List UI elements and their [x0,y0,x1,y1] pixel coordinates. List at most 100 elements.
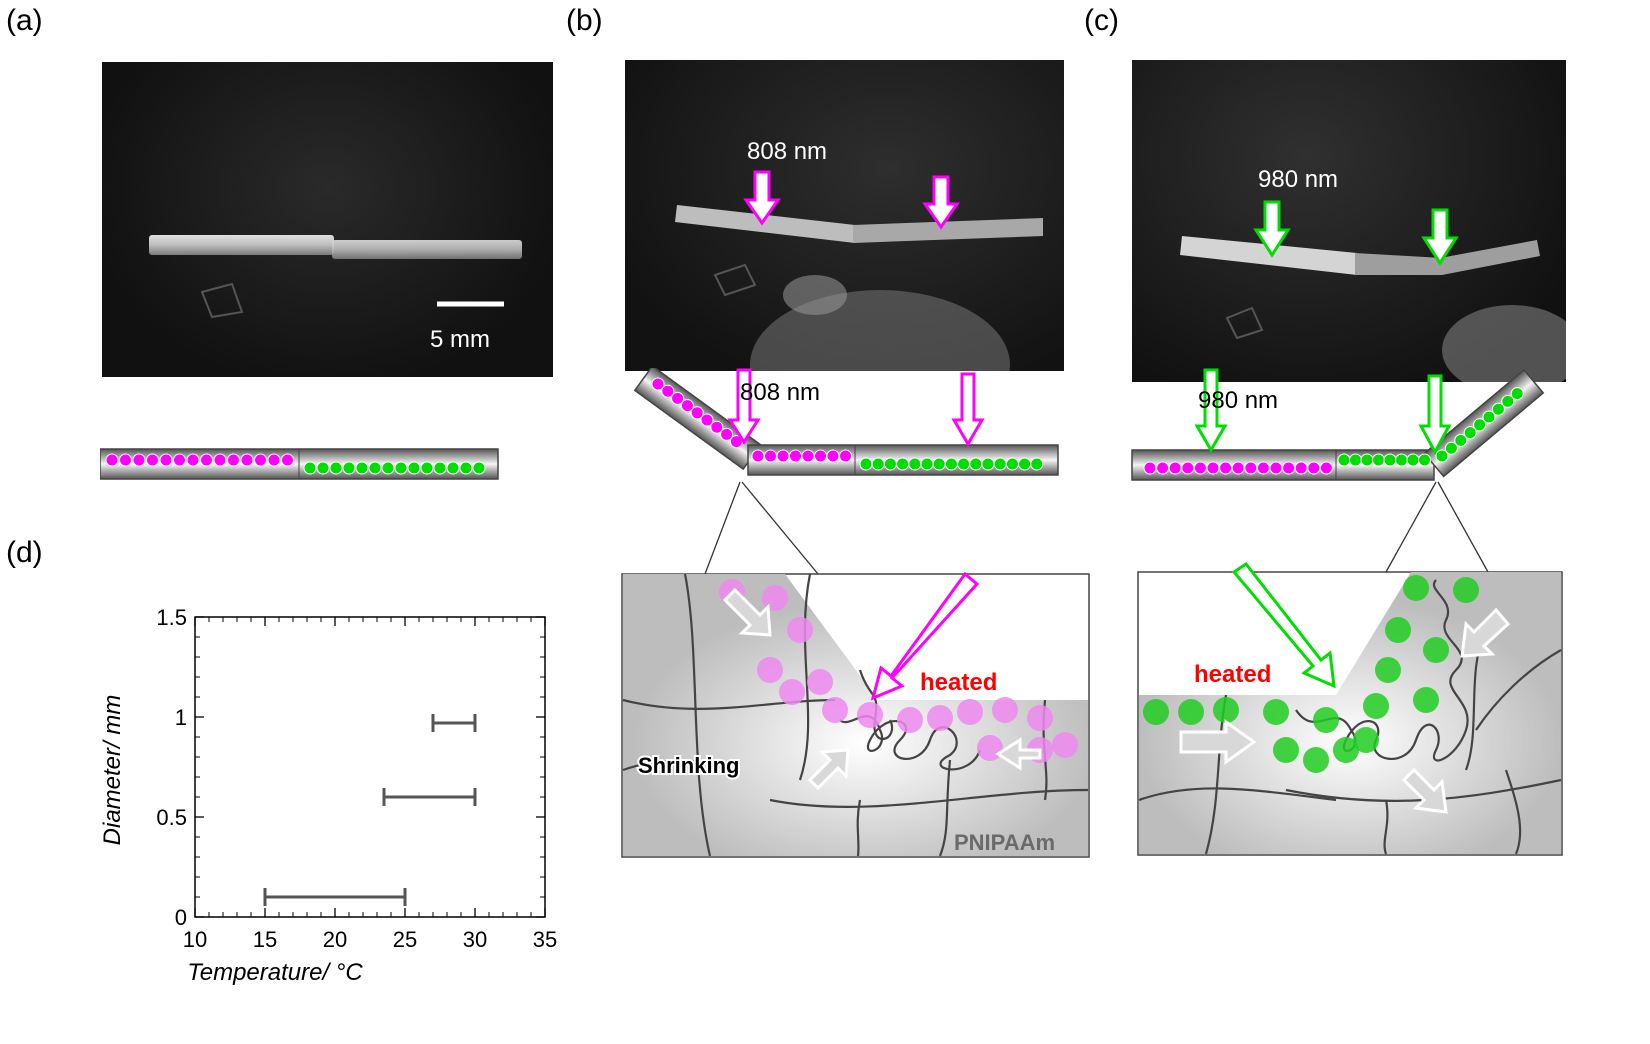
x-tick-label: 35 [533,927,557,952]
zoom-b-line-right [741,481,819,575]
arrow-c-photo-2 [1421,208,1459,266]
interval-bar [431,714,477,732]
particle [186,453,200,467]
particle [992,697,1018,723]
particle [789,449,802,463]
particle [1482,410,1496,424]
particle [981,457,995,471]
particle [254,453,267,467]
particle [1353,727,1379,753]
zoom-b: heated Shrinking PNIPAAm [621,481,1090,858]
particle [1219,461,1233,475]
green-particles-b [859,457,1044,471]
rod-c-left [1180,236,1357,275]
x-axis-label: Temperature/ °C [187,959,363,986]
wavelength-c-photo: 980 nm [1258,166,1339,193]
green-particles-a [303,461,486,475]
particle [1156,461,1170,475]
rod-b-left [675,205,855,243]
particle [200,453,213,467]
particle [433,461,447,475]
particle [671,391,685,405]
zoom-b-heated: heated [920,669,997,696]
x-tick-label: 25 [393,927,417,952]
particle [119,453,132,467]
particle [826,449,840,463]
panel-label-d: (d) [6,536,43,569]
photo-a-drawing [149,235,522,319]
photo-c-drawing [1180,200,1566,382]
interval-bar [263,888,407,906]
particle [1510,387,1524,401]
particle [159,453,173,467]
x-tick-label: 15 [253,927,277,952]
particle [105,453,119,467]
magenta-particles-a [105,453,294,467]
particle [779,679,805,705]
zoom-c-line-left [1385,481,1437,573]
particle [173,453,186,467]
zoom-b-material: PNIPAAm [954,830,1055,855]
photo-b: 808 nm [625,60,1064,371]
particle [132,453,146,467]
wavelength-b-schematic: 808 nm [740,379,820,406]
zoom-b-gray-arrows [722,587,1042,791]
particle [1372,453,1385,467]
photo-b-drawing [675,170,1043,371]
chart-axes [194,616,546,918]
particle [407,461,421,475]
particle [1030,457,1044,471]
particle [1360,453,1374,467]
laser-tip-b [783,275,847,315]
particle [1337,453,1351,467]
particle [700,413,714,427]
particle [1052,732,1078,758]
particle [1143,461,1157,475]
debris-c [1225,306,1264,340]
particle [1333,737,1359,763]
particle [1444,441,1458,455]
y-axis-label: Diameter/ mm [99,695,126,846]
particle [897,707,923,733]
scale-text: 5 mm [430,326,490,353]
particle [908,457,922,471]
particle [146,453,159,467]
arrow-c-photo-1 [1253,200,1291,258]
particle [1423,637,1449,663]
wavelength-c-schematic: 980 nm [1198,387,1278,414]
x-tick-label: 10 [183,927,207,952]
particle [1463,426,1477,440]
schematic-a [100,448,499,480]
particle [1349,453,1362,467]
y-tick-label: 0 [175,905,187,930]
particle [1375,657,1401,683]
particle [651,377,665,391]
particle [1385,617,1411,643]
particle [303,461,317,475]
particle [1027,705,1053,731]
particle [316,461,330,475]
green-particles-c [1337,453,1431,467]
particle [394,461,408,475]
particle [859,457,873,471]
particle [1206,461,1220,475]
particle [710,420,724,434]
particle [920,457,934,471]
arrow-b-schematic-2 [951,372,985,447]
particle [751,449,765,463]
magenta-particles-c [1143,461,1333,475]
y-tick-label: 0.5 [156,805,187,830]
particle [883,457,897,471]
zoom-b-gel [623,574,1088,856]
particle [281,453,294,467]
particle [1244,461,1258,475]
zoom-b-laser-arrow [870,571,980,701]
particle [801,449,815,463]
particle [757,657,783,683]
particle [1303,747,1329,773]
particle [1435,449,1449,463]
zoom-b-network [622,573,1089,857]
particle [1273,737,1299,763]
